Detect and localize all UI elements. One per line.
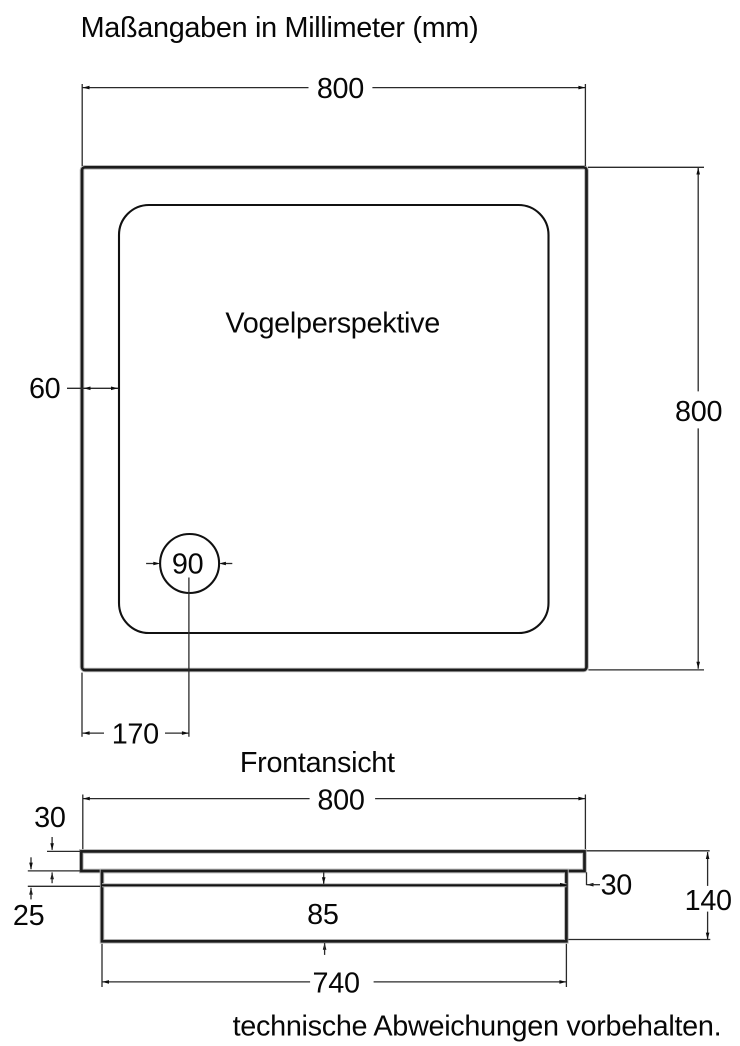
front-view-label: Frontansicht: [240, 747, 395, 779]
apron: [100, 869, 568, 943]
arrowhead-down: [29, 862, 33, 870]
dim-right-height-value: 800: [675, 396, 722, 428]
arrowhead-up: [705, 852, 710, 859]
arrowhead-left: [82, 85, 90, 90]
tray-basin-outline: [117, 203, 550, 635]
arrowhead-right: [559, 980, 567, 984]
dim-top-width-value: 800: [317, 73, 364, 105]
dim-front-width-value: 800: [317, 784, 364, 816]
dim-rim-drop: 25: [13, 857, 100, 932]
dim-rim: 60: [29, 373, 118, 405]
dim-rim-value: 60: [29, 373, 60, 405]
arrowhead-down: [696, 661, 700, 669]
arrowhead-right: [111, 386, 118, 391]
arrowhead-up: [696, 167, 700, 175]
tray-slab-halo: [79, 849, 587, 874]
drain: 90: [146, 532, 233, 737]
dim-tray-thickness: 30: [27, 802, 81, 884]
dim-drain-value: 90: [172, 549, 203, 581]
arrowhead-left: [83, 386, 91, 391]
dim-drain-offset: 170: [81, 672, 189, 751]
dim-base-width: 740: [101, 943, 568, 999]
dim-total-height-value: 140: [685, 885, 732, 917]
dim-right-height: 800: [588, 166, 722, 671]
dim-rim-drop-value: 25: [13, 900, 44, 932]
arrowhead-left: [82, 796, 90, 801]
dim-base-width-value: 740: [313, 967, 360, 999]
front-view: Frontansicht 800 30: [13, 747, 732, 999]
dim-total-height: 140: [568, 850, 732, 941]
top-view: Vogelperspektive 800 800 60: [29, 73, 722, 750]
arrowhead-right: [578, 85, 586, 90]
top-view-label: Vogelperspektive: [225, 308, 440, 340]
dim-top-width: 800: [81, 73, 587, 166]
dim-apron-height: 85: [307, 872, 339, 955]
drawing-title: Maßangaben in Millimeter (mm): [81, 12, 479, 44]
dim-apron-inset: 30: [560, 870, 632, 902]
tray-slab: [79, 850, 586, 873]
arrowhead-right: [181, 731, 189, 735]
arrowhead-left: [102, 980, 109, 984]
arrowhead-left: [82, 731, 90, 735]
tray-outline: [80, 165, 588, 672]
arrowhead-right: [578, 796, 586, 801]
dim-tray-thickness-value: 30: [34, 802, 65, 834]
arrowhead-down: [50, 843, 54, 851]
dim-drain-offset-value: 170: [112, 719, 159, 751]
tray-outline-halo: [79, 165, 589, 673]
arrowhead-down: [705, 932, 710, 940]
dim-front-width: 800: [82, 784, 587, 851]
arrowhead-down: [321, 877, 326, 885]
footer-note: technische Abweichungen vorbehalten.: [233, 1010, 722, 1042]
dim-apron-inset-value: 30: [601, 870, 632, 902]
dim-apron-height-value: 85: [307, 899, 338, 931]
